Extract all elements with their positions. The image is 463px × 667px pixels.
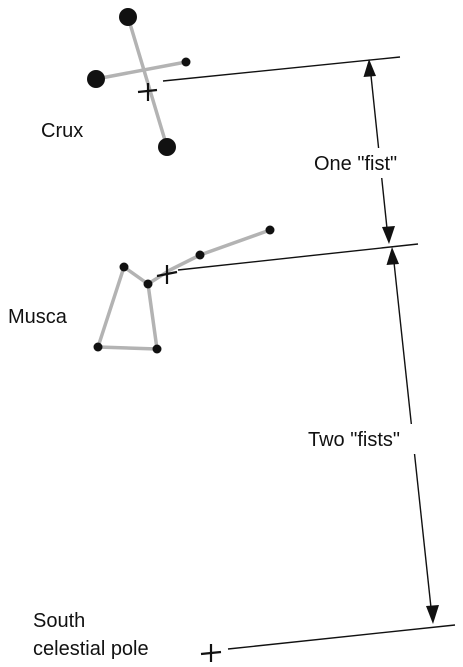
musca-star-4 <box>119 262 129 272</box>
arrowhead-icon <box>386 247 399 265</box>
arrowhead-icon <box>426 605 439 624</box>
crux-star-top <box>119 8 137 26</box>
crux-guide-line <box>162 56 401 82</box>
pole-guide-line <box>227 624 456 650</box>
crux-constellation <box>87 8 191 156</box>
two-fists-label-bg <box>305 424 435 454</box>
crux-label: Crux <box>41 120 83 142</box>
crux-star-right <box>181 57 191 67</box>
one-fist-label-bg <box>312 148 432 178</box>
crux-cross-marker-icon <box>137 83 158 101</box>
musca-star-6 <box>152 344 162 354</box>
musca-star-3 <box>143 279 153 289</box>
musca-star-5 <box>93 342 103 352</box>
south-pole-cross-marker-icon <box>200 644 222 662</box>
musca-guide-line <box>177 243 419 271</box>
south-pole-label-line1: South <box>33 610 85 632</box>
crux-stick-vertical <box>126 15 169 149</box>
arrowhead-icon <box>382 226 395 244</box>
musca-star-1 <box>265 225 275 235</box>
crux-stick-horizontal <box>94 60 188 81</box>
south-pole-label-line2: celestial pole <box>33 638 149 660</box>
musca-cross-marker-icon <box>156 265 178 284</box>
musca-figure-lines <box>96 228 272 351</box>
one-fist-label: One "fist" <box>314 153 397 175</box>
two-fists-label: Two "fists" <box>308 429 400 451</box>
musca-constellation <box>93 225 275 354</box>
musca-star-2 <box>195 250 205 260</box>
musca-label: Musca <box>8 306 68 328</box>
arrowhead-icon <box>363 59 376 77</box>
crux-star-bottom <box>158 138 176 156</box>
crux-star-left <box>87 70 105 88</box>
